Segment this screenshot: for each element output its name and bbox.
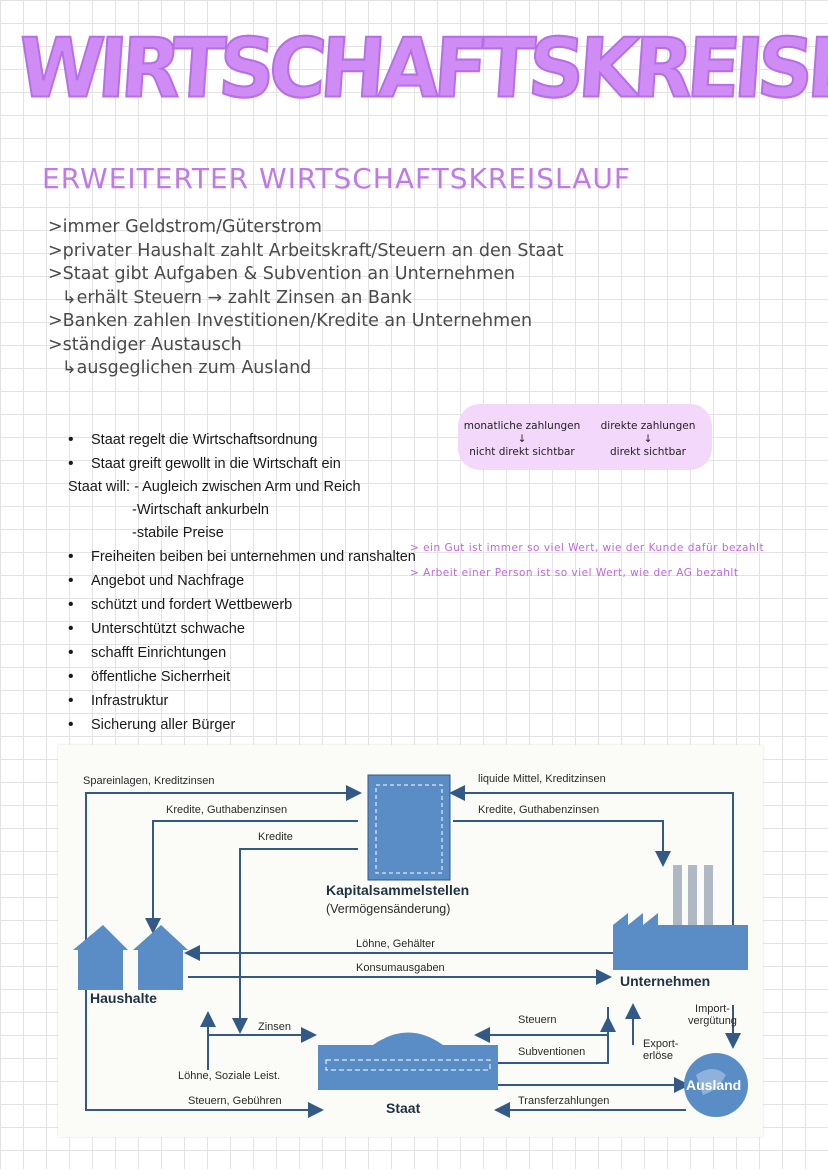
label-export: Export- erlöse: [643, 1038, 679, 1062]
list-item: öffentliche Sicherrheit: [68, 665, 416, 689]
highlight-left-bottom: nicht direkt sichtbar: [469, 446, 575, 458]
highlight-left-top: monatliche zahlungen: [463, 420, 581, 432]
label-zinsen: Zinsen: [258, 1021, 292, 1033]
arrow-liquide: [449, 785, 734, 925]
label-kredite-guthaben-right: Kredite, Guthabenzinsen: [478, 804, 600, 816]
house-icon: [73, 925, 188, 990]
circular-flow-diagram: Spareinlagen, Kreditzinsen Kredite, Guth…: [58, 745, 763, 1137]
label-liquide: liquide Mittel, Kreditzinsen: [478, 773, 606, 785]
list-item: Freiheiten beiben bei unternehmen und ra…: [68, 545, 416, 569]
label-steuern: Steuern: [518, 1014, 557, 1026]
diagram-graphics: [73, 774, 748, 1118]
down-arrow-icon: ↓: [517, 433, 527, 445]
label-unternehmen: Unternehmen: [620, 973, 711, 989]
note-line: >ständiger Austausch: [48, 334, 242, 355]
list-item: Infrastruktur: [68, 689, 416, 713]
label-kredite-guthaben-left: Kredite, Guthabenzinsen: [166, 804, 288, 816]
label-subventionen: Subventionen: [518, 1046, 586, 1058]
list-item: Staat regelt die Wirtschaftsordnung: [68, 428, 416, 452]
list-item: Sicherung aller Bürger: [68, 713, 416, 737]
arrow-kredite-guthaben-left: [145, 820, 358, 934]
label-steuern-geb: Steuern, Gebühren: [188, 1095, 282, 1107]
note-line: ↳erhält Steuern → zahlt Zinsen an Bank: [62, 287, 412, 308]
label-loehne-soz: Löhne, Soziale Leist.: [178, 1070, 281, 1082]
building-bank-icon: [367, 774, 451, 881]
bullet-list: Staat regelt die Wirtschaftsordnung Staa…: [68, 428, 416, 737]
factory-icon: [613, 865, 748, 970]
subtitle: ERWEITERTER WIRTSCHAFTSKREISLAUF: [42, 162, 632, 195]
list-item: Staat will: - Augleich zwischen Arm und …: [68, 479, 361, 495]
arrow-kredite: [232, 848, 358, 1034]
handwritten-notes: >immer Geldstrom/Güterstrom >privater Ha…: [48, 216, 564, 381]
down-arrow-icon: ↓: [643, 433, 653, 445]
label-staat: Staat: [386, 1100, 421, 1116]
highlight-right-bottom: direkt sichtbar: [609, 446, 686, 458]
list-item: Staat greift gewollt in die Wirtschaft e…: [68, 452, 416, 476]
note-line: >Staat gibt Aufgaben & Subvention an Unt…: [48, 264, 516, 284]
note-line: ↳ausgeglichen zum Ausland: [62, 358, 312, 378]
highlight-left: monatliche zahlungen ↓ nicht direkt sich…: [462, 420, 582, 459]
label-spareinlagen: Spareinlagen, Kreditzinsen: [83, 775, 215, 787]
note-line: >privater Haushalt zahlt Arbeitskraft/St…: [48, 240, 564, 261]
highlight-right-top: direkte zahlungen: [600, 420, 696, 432]
page-title: WIRTSCHAFTSKREISLAUF: [14, 21, 828, 118]
note-line: >Banken zahlen Investitionen/Kredite an …: [48, 311, 533, 331]
highlight-right: direkte zahlungen ↓ direkt sichtbar: [590, 420, 706, 459]
side-note: > Arbeit einer Person ist so viel Wert, …: [410, 567, 739, 579]
arrow-spareinlagen: [85, 785, 362, 945]
list-item: schafft Einrichtungen: [68, 641, 416, 665]
arrow-subventionen: [498, 1016, 616, 1064]
label-transfer: Transferzahlungen: [518, 1095, 610, 1107]
label-konsum: Konsumausgaben: [356, 962, 445, 974]
list-subitem: -stabile Preise: [132, 525, 224, 541]
label-kapital: Kapitalsammelstellen: [326, 882, 470, 898]
arrow-steuern-geb: [85, 990, 324, 1118]
list-item: schützt und fordert Wettbewerb: [68, 593, 416, 617]
label-haushalte: Haushalte: [90, 990, 157, 1006]
list-subitem: -Wirtschaft ankurbeln: [132, 502, 269, 518]
label-loehne: Löhne, Gehälter: [356, 938, 435, 950]
list-item: Angebot und Nachfrage: [68, 569, 416, 593]
label-vermoegen: (Vermögensänderung): [326, 902, 451, 916]
government-building-icon: [318, 1032, 498, 1090]
note-line: >immer Geldstrom/Güterstrom: [48, 217, 322, 237]
arrow-kredite-guthaben-right: [453, 820, 671, 867]
side-note: > ein Gut ist immer so viel Wert, wie de…: [410, 542, 765, 554]
globe-icon: [684, 1053, 748, 1117]
label-kredite: Kredite: [258, 831, 293, 843]
label-ausland: Ausland: [686, 1077, 742, 1093]
highlight-box: [458, 404, 712, 470]
label-import: Import- vergütung: [688, 1003, 737, 1027]
list-item: Unterschtützt schwache: [68, 617, 416, 641]
